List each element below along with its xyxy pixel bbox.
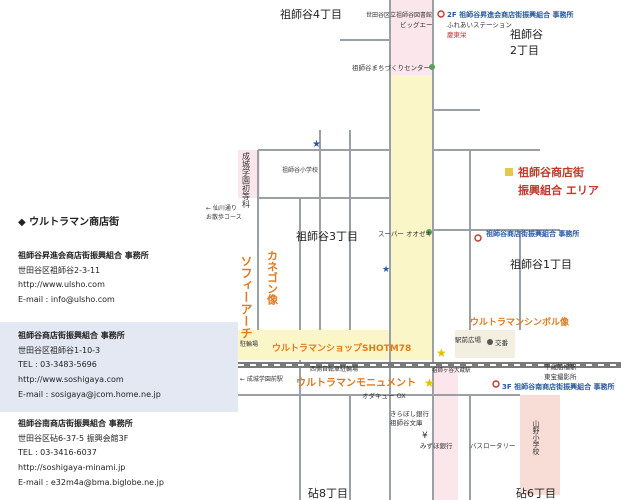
nishi-label: 西側自転車駐輪場: [310, 365, 358, 373]
station-label: 祖師ヶ谷大蔵駅: [432, 366, 471, 374]
office-mid-label: 祖師谷商店街振興組合 事務所: [485, 229, 579, 238]
bottom-right-label: 砧6丁目: [516, 486, 556, 500]
super-marker: [426, 229, 432, 235]
association-1-email[interactable]: E-mail : info@ulsho.com: [18, 295, 115, 304]
association-2-tel: TEL : 03-3483-5696: [18, 360, 97, 369]
police-icon: ★: [312, 139, 321, 150]
roads: [238, 0, 560, 500]
symbol-star-icon: ★: [436, 346, 447, 360]
shop-label: ウルトラマンショップSHOTM78: [272, 342, 411, 354]
odakyu-label: オダキュー OX: [362, 391, 406, 400]
fureai-label: ふれあいステーション: [447, 21, 512, 29]
shop-star-icon: ★: [382, 265, 390, 275]
association-2-name: 祖師谷商店街振興組合 事務所: [18, 331, 125, 340]
district-1chome-label: 祖師谷1丁目: [510, 257, 572, 271]
shopping-area-yellow-left: [238, 330, 433, 360]
association-3-url[interactable]: http://soshigaya-minami.jp: [18, 463, 126, 472]
district-3chome-label: 祖師谷3丁目: [296, 229, 358, 243]
legend-title: ◆ ウルトラマン商店街: [18, 217, 120, 228]
association-3-tel: TEL : 03-3416-6037: [18, 448, 97, 457]
bus-label: バスロータリー: [470, 441, 516, 450]
district-2chome-label-b: 2丁目: [510, 44, 539, 57]
office-3f-marker: [492, 380, 500, 388]
super-label: スーパー オオゼキ: [378, 229, 432, 238]
senkawa-label: ← 仙川通り: [206, 204, 237, 212]
association-panel-1: 祖師谷昇進会商店街振興組合 事務所 世田谷区祖師谷2-3-11 http://w…: [0, 240, 238, 320]
bottom-left-label: 砧8丁目: [308, 486, 348, 500]
seijo-label: ← 成城学園前駅: [240, 375, 283, 383]
shopping-area-yellow-main: [390, 75, 433, 360]
office-2f-marker: [437, 10, 445, 18]
monument-star-icon: ★: [424, 376, 435, 390]
area-title-a: 祖師谷商店街: [517, 165, 584, 179]
school-soshigaya-label: 祖師谷小学校: [282, 166, 318, 174]
machi-label: 祖師谷まちづくりセンター: [352, 63, 430, 72]
office-2f-label: 2F 祖師谷昇進会商店街振興組合 事務所: [447, 10, 574, 19]
association-1-address: 世田谷区祖師谷2-3-11: [18, 266, 101, 275]
association-1-url[interactable]: http://www.ulsho.com: [18, 280, 105, 289]
office-3f-label: 3F 祖師谷南商店街振興組合 事務所: [502, 382, 615, 391]
keiei-label: 慶東栄: [447, 30, 467, 39]
shopping-area-yellow-south: [433, 365, 458, 500]
district-2chome-label: 祖師谷: [510, 27, 543, 41]
association-panel-3: 祖師谷南商店街振興組合 事務所 世田谷区砧6-37-5 振興会館3F TEL :…: [0, 412, 238, 500]
yamano-label: 山野小学校: [532, 419, 540, 456]
kirari-label: きらぼし銀行: [390, 409, 430, 418]
symbol-label: ウルトラマンシンボル像: [470, 316, 570, 328]
office-mid-marker: [474, 234, 482, 242]
association-2-email[interactable]: E-mail : sosigaya@jcom.home.ne.jp: [18, 390, 161, 399]
sephy-label: ソフィーアーチ: [239, 255, 253, 339]
monument-label: ウルトラマンモニュメント: [296, 377, 416, 389]
association-panel-2: 祖師谷商店街振興組合 事務所 世田谷区祖師谷1-10-3 TEL : 03-34…: [0, 322, 238, 412]
association-3-email[interactable]: E-mail : e32m4a@bma.biglobe.ne.jp: [18, 478, 164, 487]
railway-track: [238, 362, 621, 368]
yamano-school-block: [520, 395, 560, 495]
association-1-name: 祖師谷昇進会商店街振興組合 事務所: [18, 251, 149, 260]
district-4chome-label: 祖師谷4丁目: [280, 7, 342, 21]
koban-label: 交番: [495, 338, 509, 347]
school-block: [238, 150, 260, 198]
chitose-label: 千歳船橋駅: [544, 362, 577, 371]
association-3-name: 祖師谷南商店街振興組合 事務所: [18, 419, 133, 428]
shopping-area-pink: [390, 0, 433, 75]
association-3-address: 世田谷区砧6-37-5 振興会館3F: [18, 434, 129, 443]
bigboy-label: ビッグエー: [400, 20, 433, 29]
bank-icon: ¥: [422, 431, 428, 441]
association-2-url[interactable]: http://www.soshigaya.com: [18, 375, 124, 384]
higashi-label: 東宝撮影所: [544, 372, 577, 381]
koban-marker: [487, 339, 493, 345]
area-legend-square: [505, 168, 513, 176]
station-sq-label: 駅前広場: [455, 335, 482, 344]
school-left-label: 成城学園初等科: [242, 151, 251, 209]
parking-label: 駐輪場: [240, 340, 258, 348]
station-plaza: [455, 330, 515, 358]
machi-marker: [429, 64, 435, 70]
setagaya-label: 世田谷区立祖師谷図書館: [366, 11, 432, 19]
chuo-label: お散歩コース: [206, 213, 242, 221]
kanegon-label: カネゴン像: [266, 250, 279, 306]
bunko-label: 祖師谷文庫: [390, 418, 423, 427]
area-title-b: 振興組合 エリア: [518, 183, 599, 197]
mizuho-label: みずほ銀行: [420, 441, 453, 450]
association-2-address: 世田谷区祖師谷1-10-3: [18, 346, 101, 355]
